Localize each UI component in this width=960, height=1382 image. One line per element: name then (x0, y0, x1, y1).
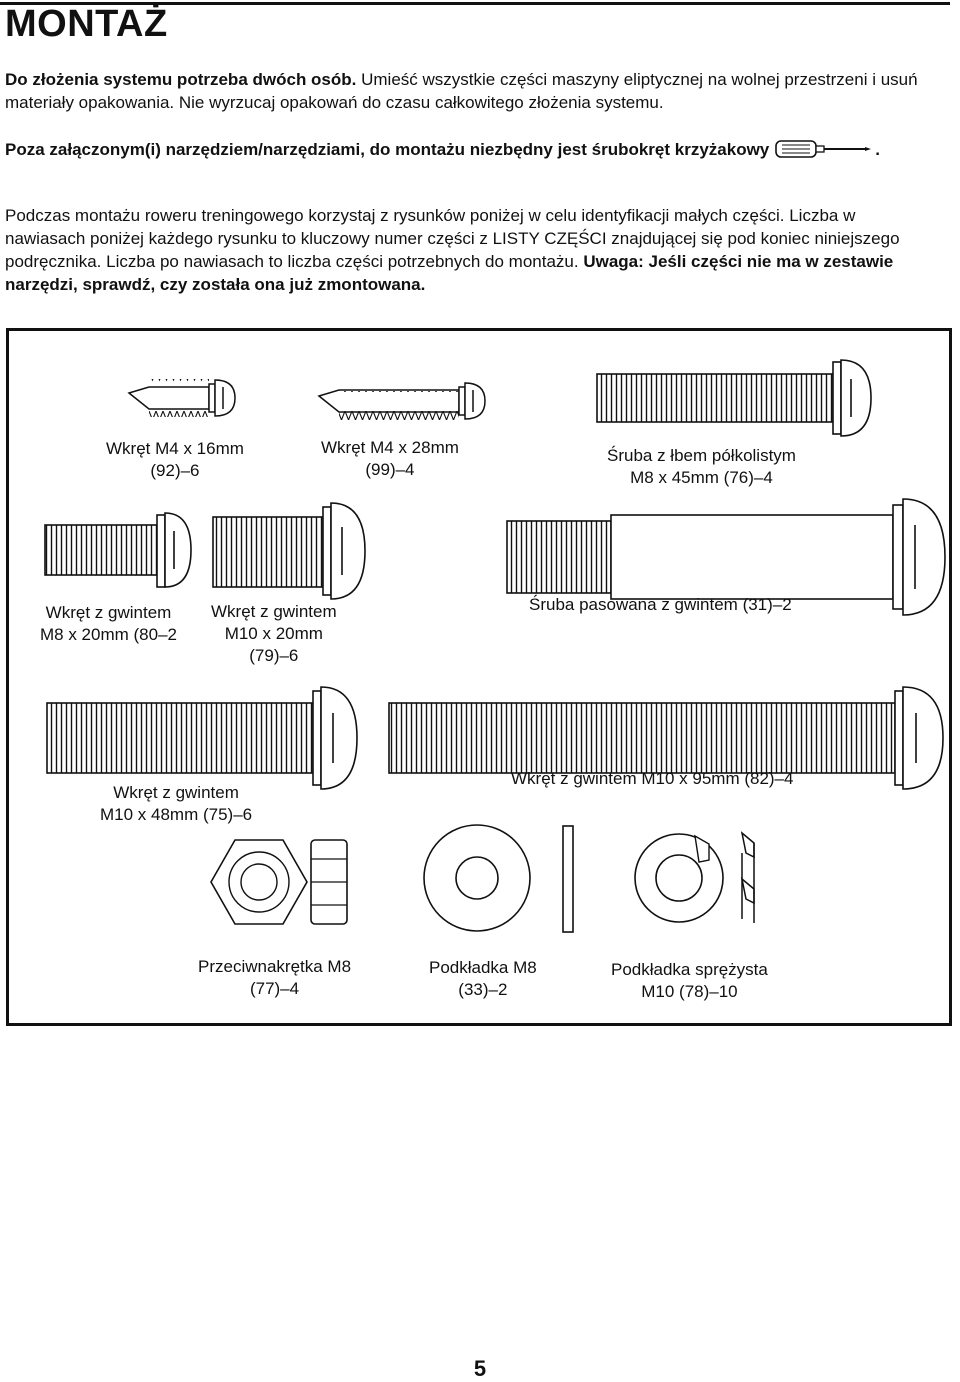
page-title: MONTAŻ (5, 3, 168, 45)
spring-washer-icon (634, 831, 755, 923)
lock-nut-icon (210, 839, 348, 925)
bolt-m8x45-icon (596, 359, 872, 437)
intro-bold-1: Do złożenia systemu potrzeba dwóch osób. (5, 70, 357, 89)
part-label-82: Wkręt z gwintem M10 x 95mm (82)–4 (511, 769, 794, 788)
intro-bold-2-end: . (875, 140, 880, 159)
part-label-33: Podkładka M8(33)–2 (429, 958, 537, 999)
top-rule (0, 2, 950, 5)
intro-text-3: Podczas montażu roweru treningowego korz… (5, 206, 900, 271)
intro-paragraph-1: Do złożenia systemu potrzeba dwóch osób.… (5, 68, 940, 114)
intro-note: Uwaga: Jeśli części nie ma w zestawie na… (5, 252, 894, 294)
intro-paragraph-2: Poza załączonym(i) narzędziem/narzędziam… (5, 138, 940, 166)
part-label-31: Śruba pasowana z gwintem (31)–2 (529, 595, 792, 614)
screw-m4x28-icon (317, 382, 486, 420)
part-label-77: Przeciwnakrętka M8(77)–4 (198, 957, 352, 998)
intro-text-1: Umieść wszystkie części maszyny eliptycz… (5, 70, 918, 112)
parts-panel: Wkręt M4 x 16mm(92)–6 Wkręt M4 x 28mm(99… (6, 328, 952, 1026)
bolt-m10x95-icon (388, 686, 944, 790)
bolt-m8x20-icon (44, 512, 192, 588)
bolt-m10x20-icon (212, 502, 366, 600)
screw-m4x16-icon (127, 379, 236, 417)
page-number: 5 (473, 1356, 487, 1381)
part-label-92: Wkręt M4 x 16mm(92)–6 (106, 439, 244, 480)
intro-paragraph-3: Podczas montażu roweru treningowego korz… (5, 204, 940, 296)
parts-drawings (44, 359, 946, 933)
shoulder-bolt-icon (506, 498, 946, 616)
bolt-m10x48-icon (46, 686, 358, 790)
phillips-screwdriver-icon (775, 138, 873, 166)
intro-bold-2: Poza załączonym(i) narzędziem/narzędziam… (5, 140, 770, 159)
part-label-99: Wkręt M4 x 28mm(99)–4 (321, 438, 459, 479)
washer-icon (423, 824, 574, 933)
